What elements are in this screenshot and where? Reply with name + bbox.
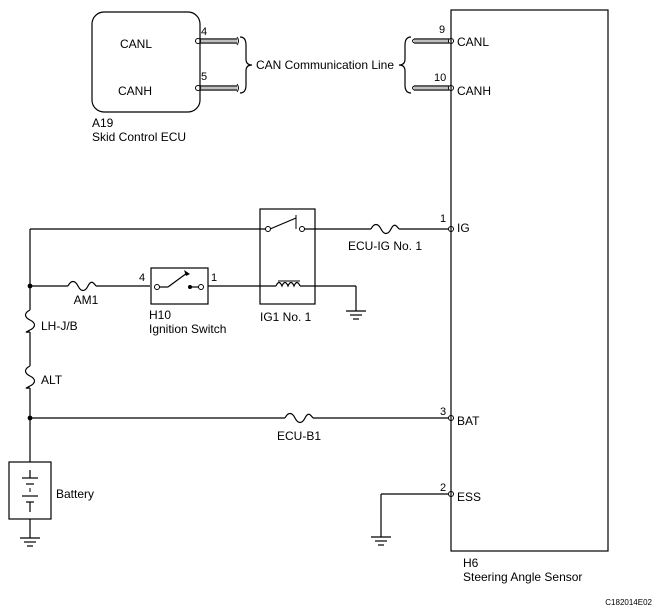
sensor-pin-1-number: 1 <box>440 213 446 225</box>
ground-relay-symbol <box>346 310 366 320</box>
fuse-lh-jb-label: LH-J/B <box>41 319 78 333</box>
sensor-can-wires <box>398 36 454 94</box>
fuse-ecu-ig-symbol <box>370 223 400 235</box>
skid-control-ecu-box <box>91 11 201 113</box>
fuse-alt-symbol <box>24 365 36 389</box>
ig1-relay <box>259 208 316 305</box>
fuse-am1-label: AM1 <box>74 293 99 307</box>
ecu-pin-canl-label: CANL <box>120 37 152 51</box>
ignition-switch <box>150 267 209 305</box>
sensor-pin-ig-label: IG <box>457 221 470 235</box>
sensor-name: Steering Angle Sensor <box>463 570 582 584</box>
fuse-lh-jb-symbol <box>24 309 36 333</box>
sensor-pin-9-number: 9 <box>439 24 445 36</box>
ecu-pin-5-number: 5 <box>201 71 207 83</box>
sensor-pin-3-number: 3 <box>440 406 446 418</box>
ecu-pin-4-number: 4 <box>201 26 207 38</box>
relay-label: IG1 No. 1 <box>260 310 312 324</box>
sensor-pin-canl-label: CANL <box>457 35 489 49</box>
sensor-pin-10-number: 10 <box>434 72 446 84</box>
sensor-pin-canh-label: CANH <box>457 84 491 98</box>
sensor-code: H6 <box>463 556 479 570</box>
fuse-am1-symbol <box>67 280 97 292</box>
battery-label: Battery <box>56 487 94 501</box>
ignition-switch-code: H10 <box>149 308 171 322</box>
can-communication-line-label: CAN Communication Line <box>256 58 394 72</box>
ecu-can-wires <box>195 36 253 94</box>
battery-symbol <box>8 461 52 520</box>
power-wiring <box>27 226 454 538</box>
fuse-ecu-ig-label: ECU-IG No. 1 <box>348 239 422 253</box>
ground-ess-symbol <box>371 536 391 546</box>
fuse-ecu-b1-symbol <box>284 412 314 424</box>
ignition-switch-name: Ignition Switch <box>149 322 226 336</box>
steering-angle-sensor-box <box>450 9 609 552</box>
ecu-code: A19 <box>92 116 114 130</box>
ignition-switch-pin-1: 1 <box>211 272 217 284</box>
ecu-name: Skid Control ECU <box>92 130 186 144</box>
sensor-pin-bat-label: BAT <box>457 414 480 428</box>
ignition-switch-pin-4: 4 <box>139 272 145 284</box>
figure-code: C182014E02 <box>605 598 652 607</box>
ground-battery-symbol <box>20 537 40 547</box>
ecu-pin-canh-label: CANH <box>118 84 152 98</box>
sensor-pin-ess-label: ESS <box>457 490 481 504</box>
fuse-alt-label: ALT <box>41 373 63 387</box>
sensor-pin-2-number: 2 <box>440 482 446 494</box>
fuse-ecu-b1-label: ECU-B1 <box>277 429 321 443</box>
